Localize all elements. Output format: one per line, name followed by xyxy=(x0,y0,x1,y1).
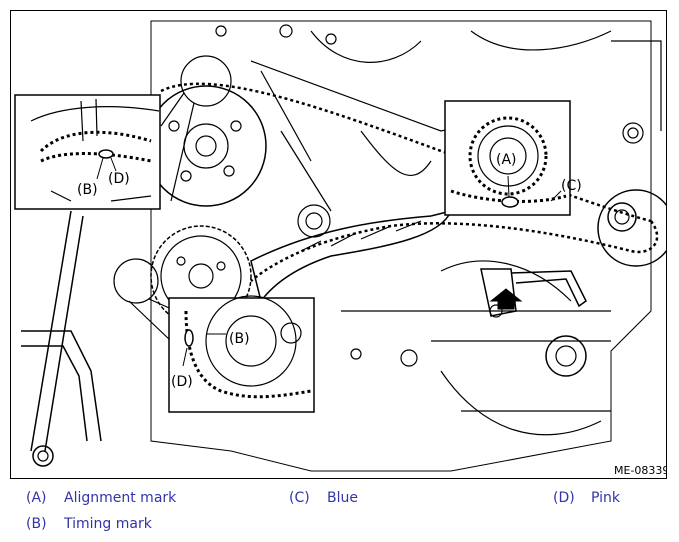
legend-code: (B) xyxy=(26,516,47,532)
chain-guide xyxy=(250,209,453,303)
direction-arrow xyxy=(489,288,523,310)
diagram-drawing: (D) (B) (A) (C) (B) (D) ME-08339 xyxy=(14,20,667,477)
legend-code: (C) xyxy=(289,490,310,506)
crank-bolt xyxy=(545,335,587,377)
legend-item-c: (C) Blue xyxy=(289,490,358,506)
callout-d-top: (D) xyxy=(108,171,130,187)
inset-top-right xyxy=(444,100,571,216)
zoom-circle-left xyxy=(113,258,159,304)
callout-b-top: (B) xyxy=(77,182,98,198)
inset-bottom-center xyxy=(168,295,315,413)
callout-c: (C) xyxy=(561,178,582,194)
callout-d-bottom: (D) xyxy=(171,374,193,390)
tensioner-pulley xyxy=(607,202,637,232)
legend-label: Timing mark xyxy=(64,516,152,532)
legend-label: Pink xyxy=(591,490,621,506)
engine-timing-diagram: (D) (B) (A) (C) (B) (D) ME-08339 xyxy=(10,10,667,479)
legend: (A) Alignment mark (C) Blue (D) Pink (B) Tim… xyxy=(0,486,679,542)
callout-a: (A) xyxy=(496,152,517,168)
legend-item-a: (A) Alignment mark xyxy=(26,490,176,506)
legend-code: (D) xyxy=(553,490,575,506)
callout-b-bottom: (B) xyxy=(229,331,250,347)
legend-label: Alignment mark xyxy=(64,490,177,506)
stopper-pin xyxy=(510,270,587,308)
timing-chain xyxy=(160,82,652,223)
engine-block-outline xyxy=(150,20,652,472)
inset-top-left xyxy=(14,94,161,210)
tensioner-bracket xyxy=(480,268,517,317)
intake-cam-sprocket xyxy=(145,85,267,207)
legend-item-d: (D) Pink xyxy=(553,490,620,506)
legend-code: (A) xyxy=(26,490,47,506)
zoom-circle-right xyxy=(597,189,666,267)
legend-label: Blue xyxy=(327,490,358,506)
zoom-circle-top xyxy=(180,55,232,107)
legend-item-b: (B) Timing mark xyxy=(26,516,152,532)
figure-code: ME-08339 xyxy=(614,464,667,477)
